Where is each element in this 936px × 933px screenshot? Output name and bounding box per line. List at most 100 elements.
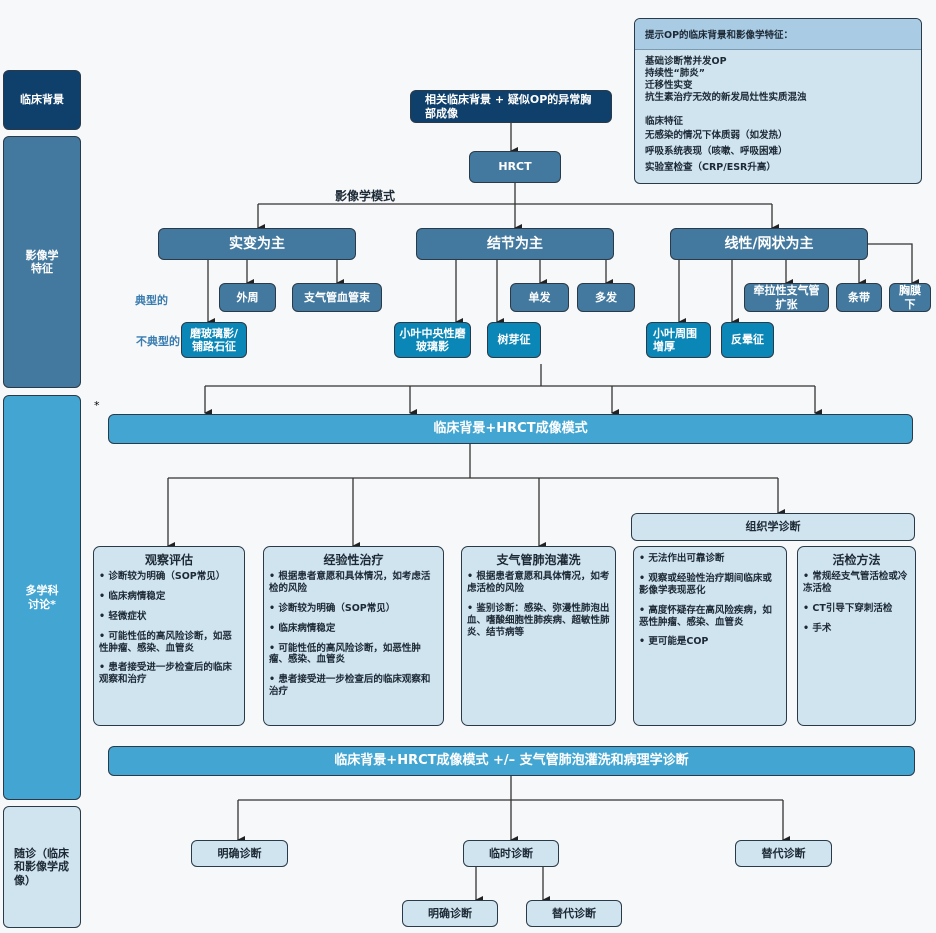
sidebar-label: 临床背景 — [20, 93, 64, 107]
node-label: 树芽征 — [497, 333, 531, 347]
node-label: 条带 — [848, 290, 870, 304]
linear-node: 线性/网状为主 — [670, 228, 868, 260]
panel-item: • 高度怀疑存在高风险疾病，如恶性肿瘤、感染、血管炎 — [639, 604, 772, 628]
panel-item: • 临床病情稳定 — [269, 622, 336, 634]
node-label: 多发 — [595, 290, 617, 304]
node-label: 小叶中央性磨玻璃影 — [399, 326, 466, 353]
node-label: 替代诊断 — [552, 906, 596, 920]
panel-item: • CT引导下穿刺活检 — [803, 602, 893, 614]
node-label: 临时诊断 — [489, 846, 533, 860]
panel-histology-indications: • 无法作出可靠诊断 • 观察或经验性治疗期间临床或影像学表现恶化 • 高度怀疑存在… — [633, 546, 787, 726]
atypical-node: 小叶中央性磨玻璃影 — [394, 322, 471, 358]
panel-item: • 根据患者意愿和具体情况，如考虑活检的风险 — [467, 571, 610, 594]
panel-item: • 可能性低的高风险诊断，如恶性肿瘤、感染、血管炎 — [269, 642, 421, 666]
node-label: 组织学诊断 — [745, 520, 801, 534]
bar-label: 临床背景+HRCT成像模式 — [433, 421, 588, 437]
info-line: 基础诊断常并发OP — [645, 56, 727, 67]
typical-node: 外周 — [219, 283, 276, 312]
node-label: 线性/网状为主 — [724, 235, 814, 252]
typical-node: 多发 — [577, 283, 635, 312]
info-subtitle: 临床特征 — [645, 115, 684, 127]
panel-item: • 无法作出可靠诊断 — [639, 553, 725, 564]
node-label: 单发 — [528, 290, 551, 304]
sidebar-label: 多学科 讨论* — [25, 584, 59, 611]
histology-node: 组织学诊断 — [631, 513, 915, 541]
info-line: 抗生素治疗无效的新发局灶性实质混浊 — [645, 91, 807, 103]
info-line: 实验室检查（CRP/ESR升高） — [645, 162, 776, 174]
panel-bal: 支气管肺泡灌洗 • 根据患者意愿和具体情况，如考虑活检的风险 • 鉴别诊断：感染、弥… — [461, 546, 616, 726]
panel-item: • 手术 — [803, 622, 832, 634]
outcome-definite: 明确诊断 — [191, 840, 288, 867]
atypical-label: 不典型的 — [136, 335, 180, 348]
panel-item: • 根据患者意愿和具体情况，如考虑活检的风险 — [269, 571, 431, 594]
panel-item: • 诊断较为明确（SOP常见） — [99, 571, 226, 582]
info-line: 呼吸系统表现（咳嗽、呼吸困难） — [645, 146, 788, 158]
typical-label: 典型的 — [135, 294, 168, 307]
info-line: 持续性“肺炎” — [645, 67, 705, 79]
typical-node: 条带 — [836, 283, 882, 312]
panel-item: • 常规经支气管活检或冷冻活检 — [803, 571, 908, 594]
pattern-label: 影像学模式 — [335, 189, 396, 203]
sidebar-imaging-features: 影像学 特征 — [3, 136, 81, 388]
panel-item: • 患者接受进一步检查后的临床观察和治疗 — [99, 662, 232, 686]
typical-node: 单发 — [510, 283, 569, 312]
node-label: 明确诊断 — [428, 906, 472, 920]
atypical-node: 小叶周围增厚 — [646, 322, 711, 358]
provisional-definite: 明确诊断 — [402, 900, 498, 927]
panel-item: • 更可能是COP — [639, 636, 709, 648]
typical-node: 支气管血管束 — [292, 283, 382, 312]
node-label: 反晕征 — [731, 333, 764, 347]
panel-title: 经验性治疗 — [323, 553, 384, 567]
sidebar-label: 影像学 特征 — [25, 248, 59, 275]
panel-observation: 观察评估 • 诊断较为明确（SOP常见） • 临床病情稳定 • 轻微症状 • 可能性低的… — [93, 546, 245, 726]
panel-item: • 观察或经验性治疗期间临床或影像学表现恶化 — [639, 572, 772, 596]
node-label: 牵拉性支气管扩张 — [753, 284, 820, 311]
hrct-label: HRCT — [498, 160, 532, 174]
sidebar-label: 随诊（临床和影像学成像） — [14, 847, 69, 887]
nodular-node: 结节为主 — [416, 228, 614, 260]
node-label: 外周 — [236, 290, 259, 304]
node-label: 替代诊断 — [761, 846, 806, 860]
node-label: 明确诊断 — [217, 846, 262, 860]
sidebar-followup: 随诊（临床和影像学成像） — [3, 806, 81, 928]
panel-item: • 轻微症状 — [99, 610, 147, 622]
op-hint-box: 提示OP的临床背景和影像学特征： 基础诊断常并发OP 持续性“肺炎” 迁移性实变… — [634, 18, 922, 184]
panel-biopsy-methods: 活检方法 • 常规经支气管活检或冷冻活检 • CT引导下穿刺活检 • 手术 — [797, 546, 916, 726]
footnote-star: * — [94, 399, 100, 412]
atypical-node: 树芽征 — [487, 322, 541, 358]
node-label: 结节为主 — [487, 235, 543, 252]
consolidation-node: 实变为主 — [158, 228, 356, 260]
info-title: 提示OP的临床背景和影像学特征： — [635, 19, 921, 50]
panel-item: • 可能性低的高风险诊断，如恶性肿瘤、感染、血管炎 — [99, 630, 232, 654]
bar-label: 临床背景+HRCT成像模式 +/– 支气管肺泡灌洗和病理学诊断 — [334, 753, 689, 769]
final-bar: 临床背景+HRCT成像模式 +/– 支气管肺泡灌洗和病理学诊断 — [108, 746, 915, 776]
typical-node: 牵拉性支气管扩张 — [744, 283, 829, 312]
info-line: 迁移性实变 — [645, 79, 693, 91]
panel-item: • 鉴别诊断：感染、弥漫性肺泡出血、嗜酸细胞性肺疾病、超敏性肺炎、结节病等 — [467, 602, 610, 638]
typical-node: 胸膜下 — [889, 283, 931, 312]
panel-item: • 诊断较为明确（SOP常见） — [269, 602, 396, 614]
outcome-alternative: 替代诊断 — [735, 840, 832, 867]
node-label: 实变为主 — [229, 235, 285, 252]
node-label: 胸膜下 — [899, 284, 921, 311]
node-label: 支气管血管束 — [304, 290, 370, 304]
start-node: 相关临床背景 + 疑似OP的异常胸部成像 — [410, 90, 612, 123]
hrct-node: HRCT — [469, 151, 561, 183]
panel-empirical-treatment: 经验性治疗 • 根据患者意愿和具体情况，如考虑活检的风险 • 诊断较为明确（SOP常… — [263, 546, 444, 726]
provisional-alternative: 替代诊断 — [526, 900, 622, 927]
mdt-bar: 临床背景+HRCT成像模式 — [108, 414, 913, 444]
atypical-node: 反晕征 — [721, 322, 774, 358]
panel-item: • 患者接受进一步检查后的临床观察和治疗 — [269, 674, 431, 698]
info-line: 无感染的情况下体质弱（如发热） — [645, 130, 788, 142]
panel-item: • 临床病情稳定 — [99, 590, 166, 602]
atypical-node: 磨玻璃影/铺路石征 — [181, 322, 247, 358]
sidebar-clinical-background: 临床背景 — [3, 70, 81, 130]
panel-title: 支气管肺泡灌洗 — [496, 553, 581, 567]
start-label: 相关临床背景 + 疑似OP的异常胸部成像 — [425, 93, 592, 120]
sidebar-mdt: 多学科 讨论* — [3, 395, 81, 800]
panel-title: 活检方法 — [832, 553, 881, 567]
node-label: 小叶周围增厚 — [653, 326, 697, 353]
panel-title: 观察评估 — [144, 553, 193, 567]
